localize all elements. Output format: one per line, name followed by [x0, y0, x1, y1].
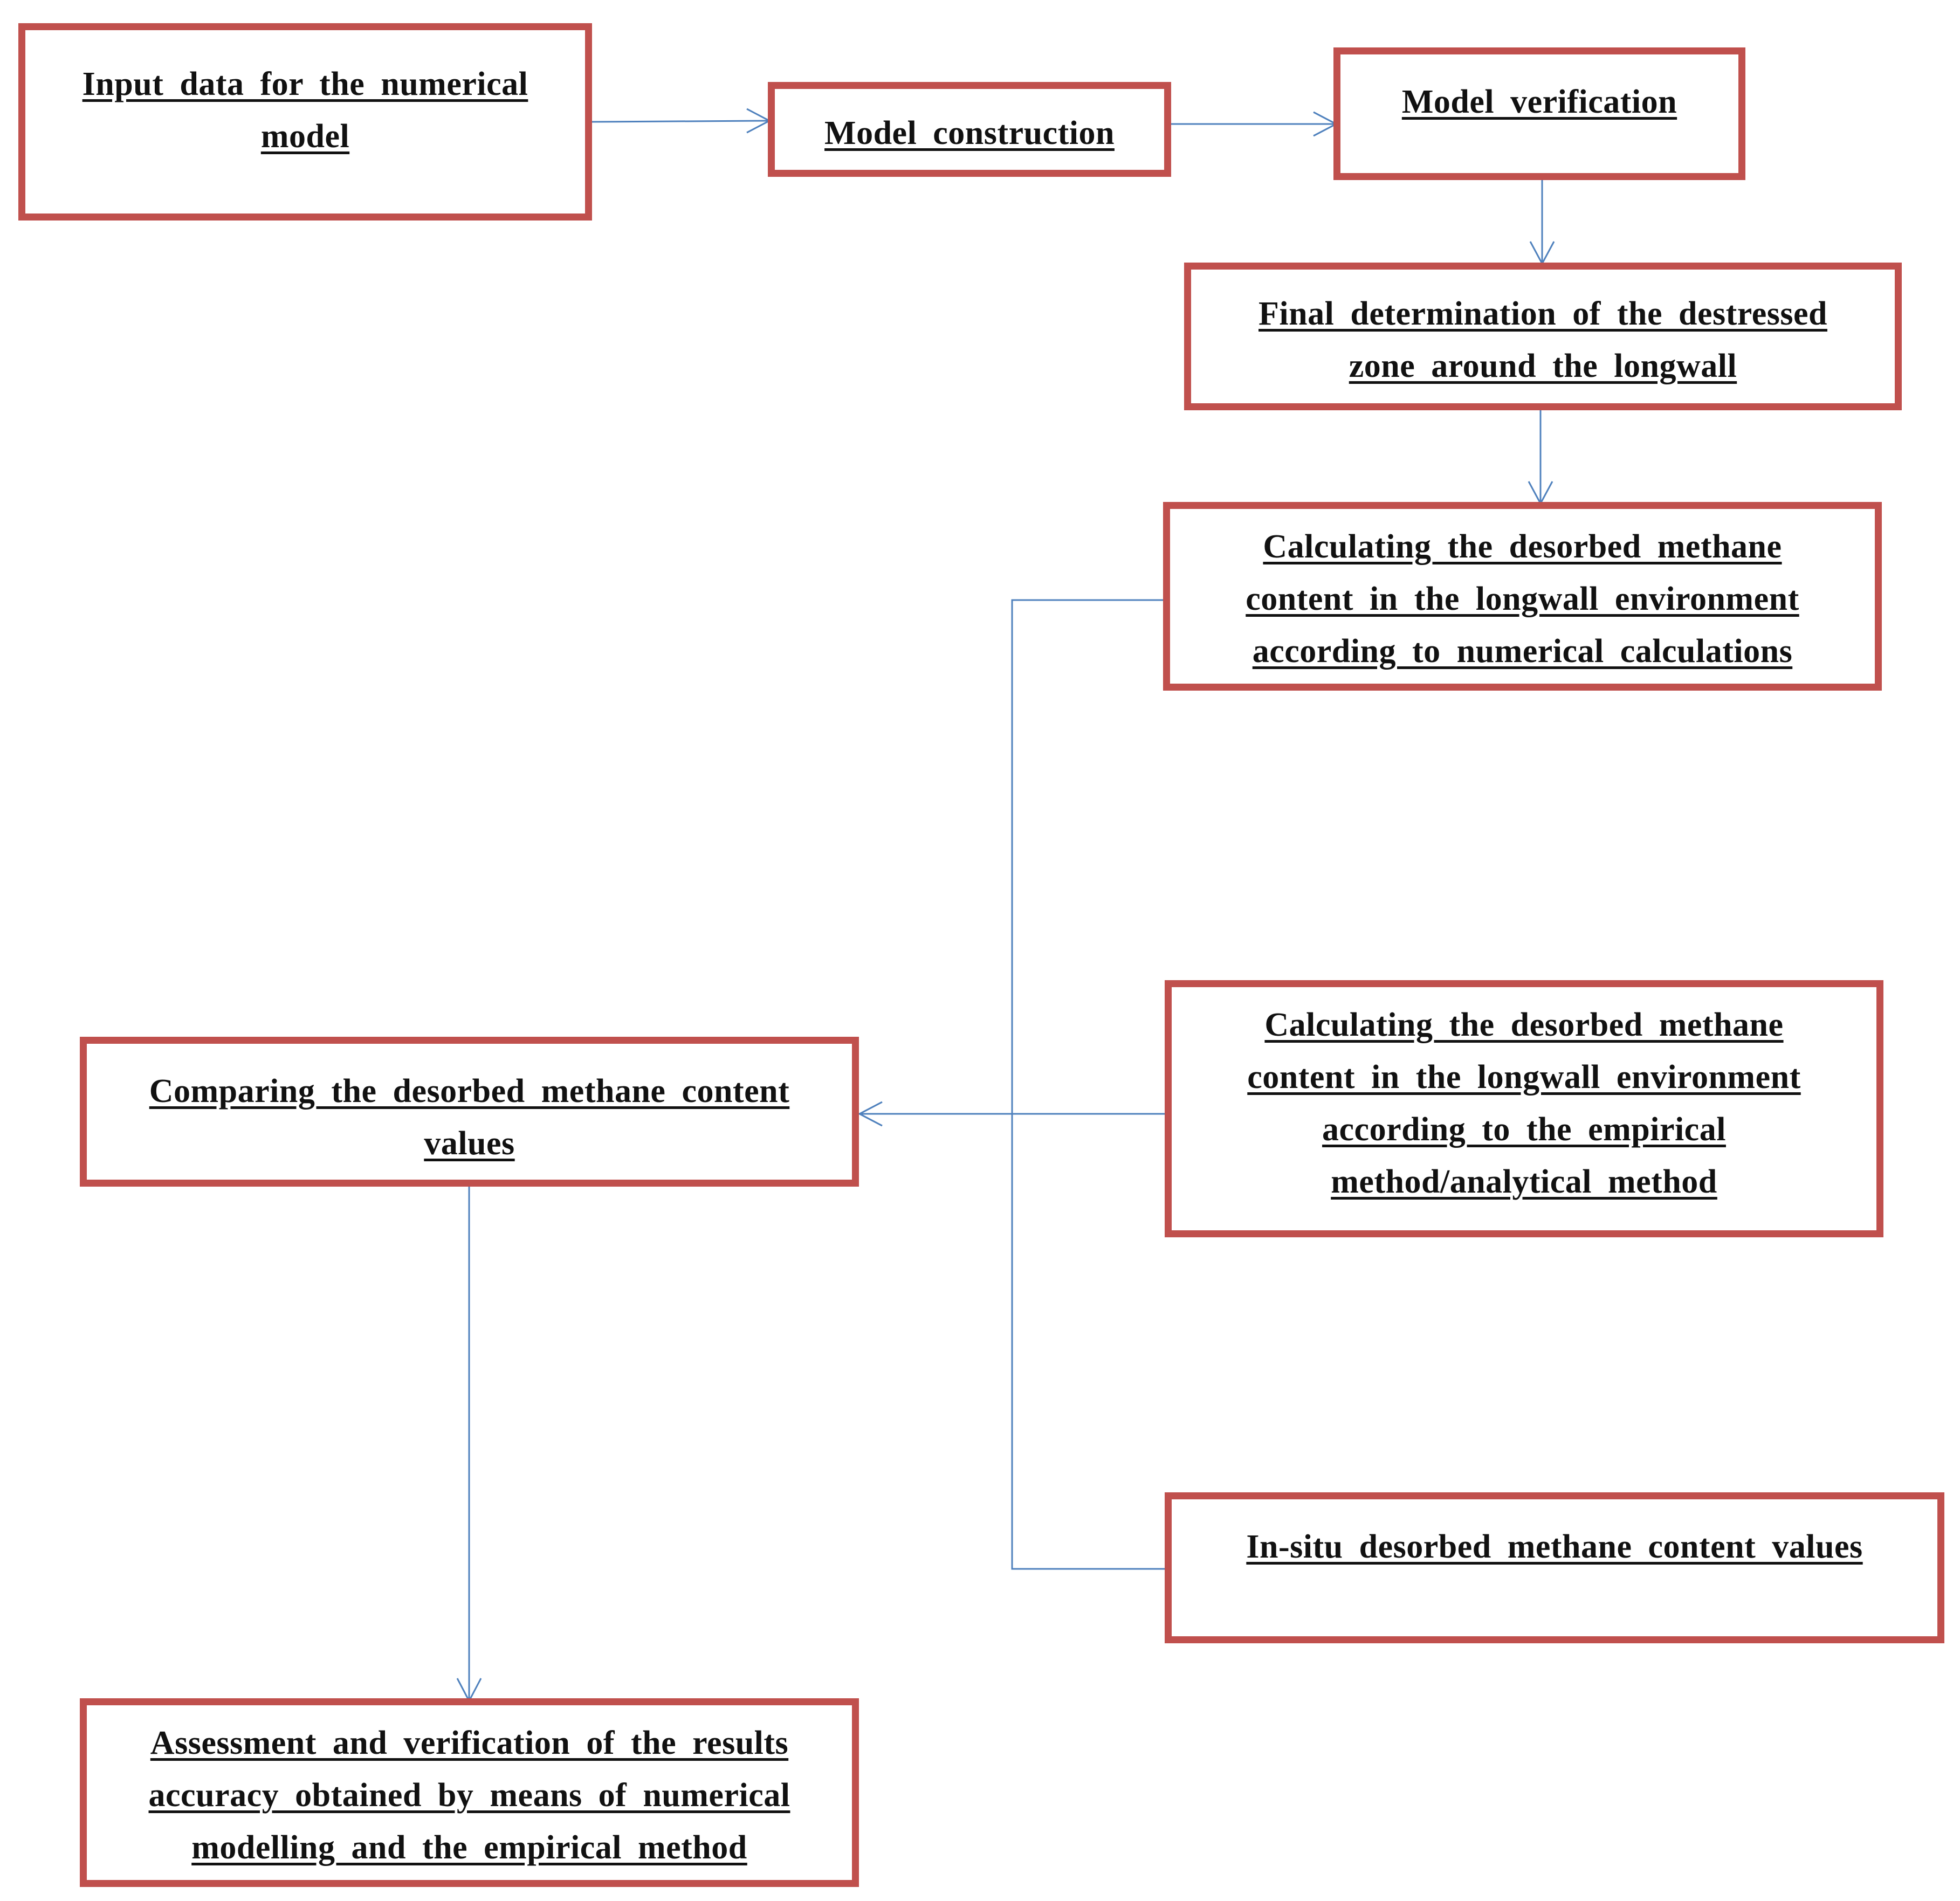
assessment-box: Assessment and verification of the resul… [80, 1698, 859, 1887]
arrow-final-to-calc-numerical [1528, 408, 1553, 506]
final-determination-box: Final determination of the destressed zo… [1184, 263, 1902, 410]
arrow-comparing-to-assessment [456, 1184, 482, 1703]
calc-numerical-box: Calculating the desorbed methane content… [1163, 502, 1882, 691]
input-data-label: Input data for the numerical model [82, 66, 528, 155]
calc-empirical-box: Calculating the desorbed methane content… [1165, 980, 1883, 1237]
in-situ-box: In-situ desorbed methane content values [1165, 1492, 1944, 1643]
final-determination-label: Final determination of the destressed zo… [1258, 295, 1827, 384]
arrow-verification-to-final [1529, 178, 1555, 266]
assessment-label: Assessment and verification of the resul… [148, 1725, 790, 1866]
model-verification-box: Model verification [1333, 47, 1745, 180]
model-construction-box: Model construction [768, 82, 1171, 177]
comparing-box: Comparing the desorbed methane content v… [80, 1037, 859, 1187]
arrow-to-comparing [857, 1101, 1167, 1127]
calc-empirical-label: Calculating the desorbed methane content… [1247, 1007, 1801, 1200]
comparing-label: Comparing the desorbed methane content v… [149, 1073, 790, 1162]
arrow-construction-to-verification [1170, 111, 1338, 137]
model-verification-label: Model verification [1401, 84, 1677, 120]
in-situ-label: In-situ desorbed methane content values [1246, 1528, 1863, 1565]
arrow-input-to-construction [590, 108, 772, 134]
model-construction-label: Model construction [824, 115, 1115, 151]
calc-numerical-label: Calculating the desorbed methane content… [1246, 528, 1799, 670]
connector-collector [1011, 599, 1166, 1570]
input-data-box: Input data for the numerical model [18, 23, 592, 221]
